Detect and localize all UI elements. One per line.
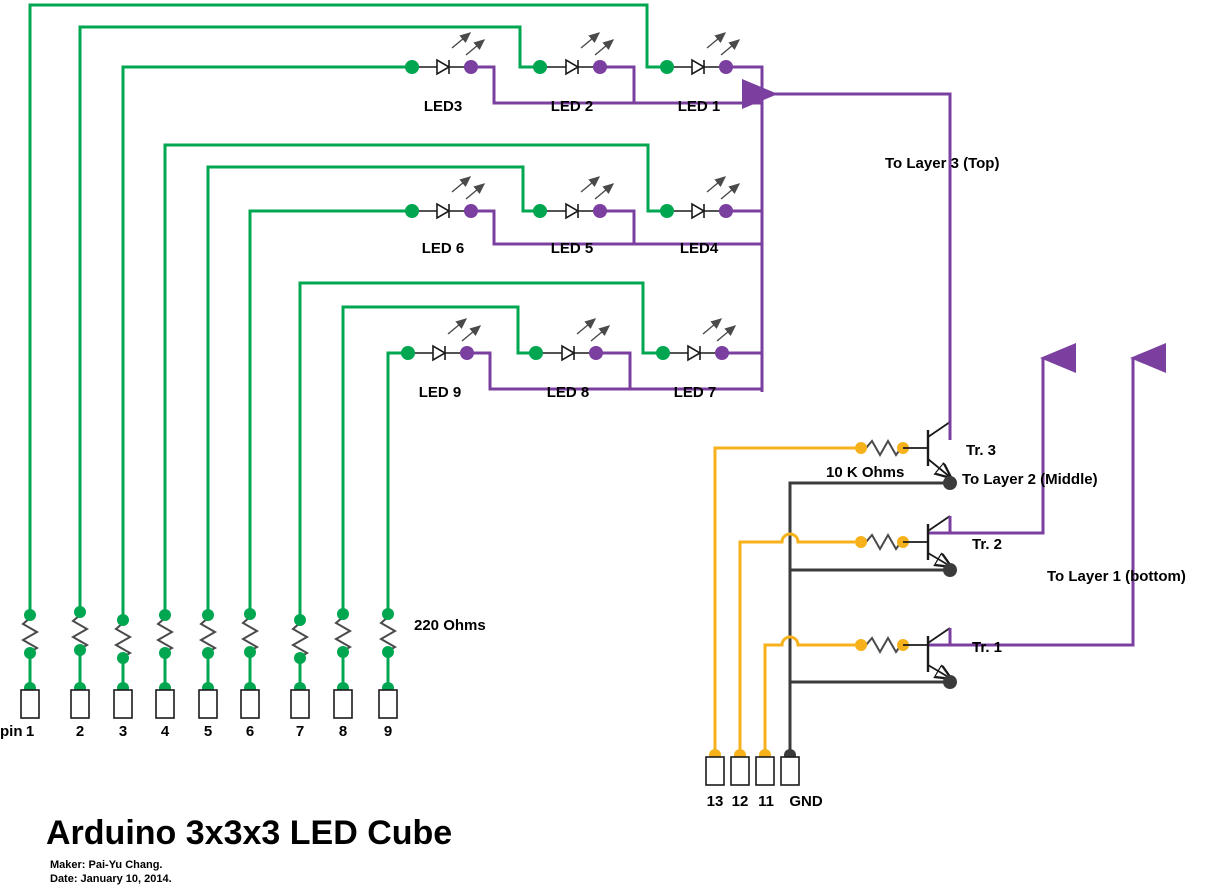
led-label-led4: LED4 [680, 240, 719, 257]
pin-label-3: 3 [119, 723, 127, 740]
base-resistor-tr2 [855, 532, 928, 552]
resistor-pin-7 [290, 610, 310, 719]
purple-led3-chain [471, 65, 636, 105]
layer-label-top: To Layer 3 (Top) [885, 155, 999, 172]
green-wiring-row-top [28, 3, 667, 610]
pin-label-1: 1 [26, 723, 34, 740]
green-wire-pin4-led4 [163, 143, 667, 610]
green-wire-pin1-led1 [28, 3, 667, 610]
led-symbol-led7 [656, 318, 737, 362]
green-wire-pin8-led8 [341, 305, 536, 610]
yellow-wire-pin12-tr2 [738, 532, 855, 755]
resistor-pin-9 [378, 608, 398, 719]
page-title: Arduino 3x3x3 LED Cube [46, 814, 452, 852]
purple-led8-chain [596, 351, 632, 389]
led-series-resistors-group [20, 606, 398, 719]
led-label-led8: LED 8 [547, 384, 590, 401]
ground-wiring [788, 481, 950, 755]
resistor-pin-8 [333, 608, 353, 719]
control-pin-label-gnd: GND [789, 793, 823, 810]
maker-credit: Maker: Pai-Yu Chang. [50, 859, 162, 871]
base-resistor-tr1 [855, 635, 928, 655]
yellow-wire-pin13-tr3 [713, 446, 855, 755]
led-label-led5: LED 5 [551, 240, 594, 257]
led-symbol-led9 [401, 318, 482, 362]
pin-label-6: 6 [246, 723, 254, 740]
pin-label-prefix: pin [0, 723, 23, 740]
pin-label-2: 2 [76, 723, 84, 740]
led-label-led6: LED 6 [422, 240, 465, 257]
purple-wire-to-layer3 [742, 79, 952, 440]
purple-led9-chain [467, 351, 632, 391]
pin-label-8: 8 [339, 723, 347, 740]
layer-label-bottom: To Layer 1 (bottom) [1047, 568, 1186, 585]
led-symbol-led2 [533, 32, 615, 76]
resistor-label-220-ohms: 220 Ohms [414, 617, 486, 634]
pin-label-4: 4 [161, 723, 170, 740]
purple-layer1-feed [928, 343, 1166, 647]
purple-cathode-bus [467, 65, 764, 392]
resistor-pin-2 [70, 606, 90, 719]
control-pin-label-11: 11 [758, 793, 774, 810]
control-pin-label-12: 12 [732, 793, 749, 810]
pin-label-9: 9 [384, 723, 392, 740]
resistor-pin-5 [198, 609, 218, 719]
yellow-wire-pin11-tr1 [763, 635, 855, 755]
led-symbol-led6 [405, 176, 486, 220]
green-wire-pin6-led6 [248, 209, 412, 610]
purple-wire-to-layer2 [928, 343, 1076, 535]
purple-led5-chain [600, 209, 636, 244]
purple-led2-chain [600, 65, 636, 103]
purple-layer2-feed [928, 343, 1076, 535]
green-wiring-row-bottom [298, 281, 663, 610]
green-wire-pin9-led9 [386, 351, 408, 610]
layer-label-middle: To Layer 2 (Middle) [962, 471, 1098, 488]
green-wire-pin3-led3 [121, 65, 412, 610]
transistor-symbol-tr2 [926, 515, 957, 577]
resistor-pin-3 [113, 610, 133, 719]
led-symbol-led4 [660, 176, 741, 220]
base-resistor-label-10k: 10 K Ohms [826, 464, 904, 481]
pin-label-7: 7 [296, 723, 304, 740]
green-wire-pin2-led2 [78, 25, 540, 610]
green-wiring-row-middle [163, 143, 667, 610]
led-symbol-led1 [660, 32, 741, 76]
purple-led6-chain [471, 209, 636, 246]
purple-layer3-feed [742, 79, 952, 440]
led-symbol-led5 [533, 176, 615, 220]
purple-main-bus-vertical [726, 65, 764, 392]
led-symbol-led8 [529, 318, 611, 362]
yellow-base-wiring [713, 446, 855, 755]
transistor-label-tr1: Tr. 1 [972, 639, 1002, 656]
led-label-led3: LED3 [424, 98, 462, 115]
base-resistor-tr3 [855, 438, 928, 458]
led-label-led2: LED 2 [551, 98, 594, 115]
gnd-trunk-to-tr3 [788, 481, 950, 755]
transistor-label-tr3: Tr. 3 [966, 442, 996, 459]
transistor-label-tr2: Tr. 2 [972, 536, 1002, 553]
led-label-led1: LED 1 [678, 98, 721, 115]
resistor-pin-1 [20, 609, 40, 719]
pin-label-5: 5 [204, 723, 212, 740]
green-wire-pin7-led7 [298, 281, 663, 610]
led-symbol-led3 [405, 32, 486, 76]
transistor-symbol-tr1 [926, 627, 957, 689]
resistor-pin-6 [240, 608, 260, 719]
led-label-led7: LED 7 [674, 384, 717, 401]
transistor-symbol-tr3 [926, 421, 957, 490]
resistor-pin-4 [155, 609, 175, 719]
date-credit: Date: January 10, 2014. [50, 873, 172, 885]
led-label-led9: LED 9 [419, 384, 462, 401]
control-pin-label-13: 13 [707, 793, 724, 810]
green-wire-pin5-led5 [206, 165, 540, 610]
control-pin-connectors [705, 749, 800, 786]
purple-wire-to-layer1 [928, 343, 1166, 647]
